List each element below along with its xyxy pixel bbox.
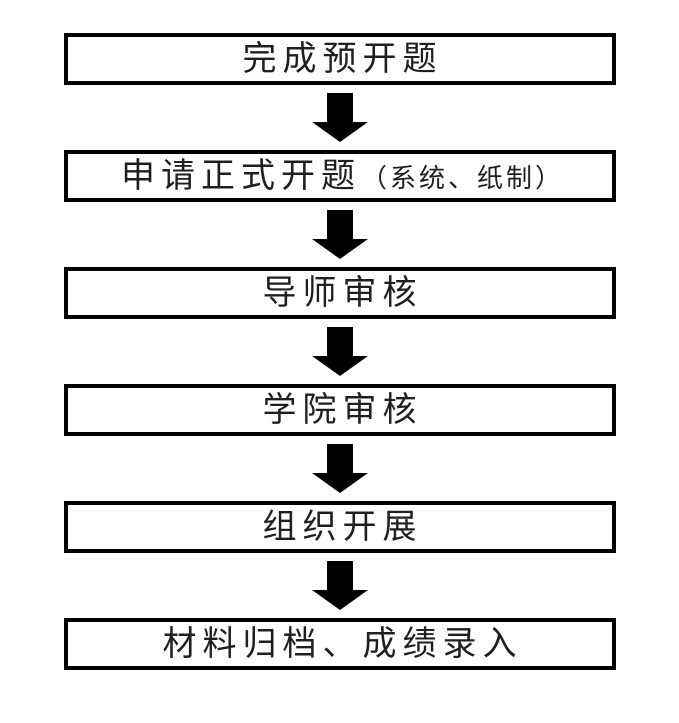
down-arrow-icon bbox=[311, 444, 368, 493]
connector-2 bbox=[311, 202, 368, 267]
flow-step-1-label: 完成预开题 bbox=[242, 40, 443, 78]
down-arrow-icon bbox=[311, 93, 368, 142]
flow-step-5-label: 组织开展 bbox=[262, 508, 423, 546]
connector-3 bbox=[311, 319, 368, 384]
flow-step-2-suffix-text: （系统、纸制） bbox=[360, 163, 564, 193]
connector-5 bbox=[311, 553, 368, 618]
flow-step-6-label: 材料归档、成绩录入 bbox=[162, 625, 523, 663]
down-arrow-icon bbox=[311, 210, 368, 259]
down-arrow-icon bbox=[311, 327, 368, 376]
flow-step-6: 材料归档、成绩录入 bbox=[63, 618, 616, 670]
down-arrow-icon bbox=[311, 561, 368, 610]
flowchart: 完成预开题 申请正式开题（系统、纸制） 导师审核 学院审核 bbox=[63, 33, 616, 670]
flow-step-2-main-text: 申请正式开题 bbox=[120, 157, 361, 195]
flow-step-4: 学院审核 bbox=[63, 384, 616, 436]
flow-step-3-label: 导师审核 bbox=[262, 274, 423, 312]
flow-step-3: 导师审核 bbox=[63, 267, 616, 319]
flow-step-2: 申请正式开题（系统、纸制） bbox=[63, 150, 616, 202]
flow-step-4-label: 学院审核 bbox=[262, 391, 423, 429]
connector-4 bbox=[311, 436, 368, 501]
flow-step-1: 完成预开题 bbox=[63, 33, 616, 85]
flow-step-5: 组织开展 bbox=[63, 501, 616, 553]
connector-1 bbox=[311, 85, 368, 150]
flow-step-2-label: 申请正式开题（系统、纸制） bbox=[121, 159, 564, 193]
